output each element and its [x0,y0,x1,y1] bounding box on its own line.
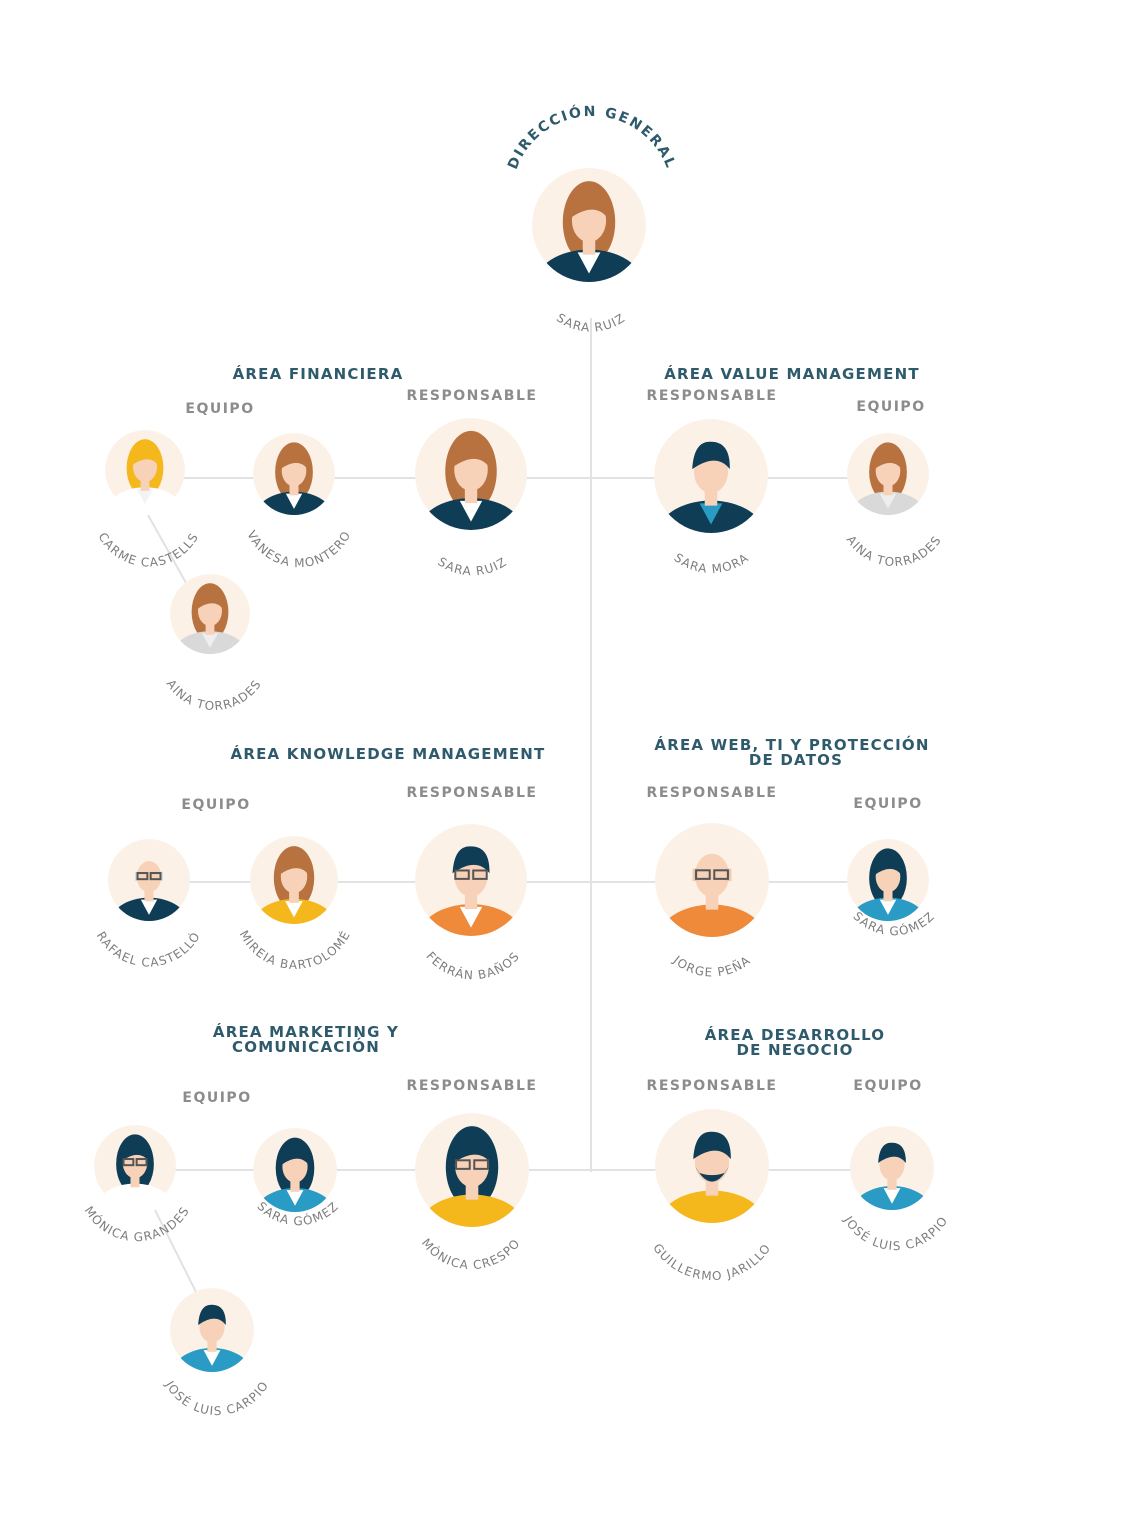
area-title: ÁREA VALUE MANAGEMENT [664,364,920,383]
woman-bun-hair-blue-top-icon [847,839,929,921]
area-title-line1: ÁREA DESARROLLO [705,1025,886,1044]
bald-man-glasses-orange-top-icon [655,823,769,937]
person-name: MÓNICA CRESPO [419,1236,523,1272]
area-knowledge-management: ÁREA KNOWLEDGE MANAGEMENT RESPONSABLE EQ… [181,744,546,813]
equipo-label: EQUIPO [853,1078,922,1094]
woman-blonde-hair-icon [105,430,185,510]
person-name: JOSÉ LUIS CARPIO [841,1213,951,1253]
woman-long-hair-yellow-top-icon [250,836,338,924]
woman-curly-hair-glasses-icon [94,1125,176,1207]
person-name: MÓNICA GRANDES [82,1204,193,1244]
area-title: ÁREA KNOWLEDGE MANAGEMENT [231,744,546,763]
responsable-label: RESPONSABLE [647,785,778,801]
equipo-label: EQUIPO [856,399,925,415]
man-dark-hair-suit-icon [654,419,768,533]
person-name: SARA MORA [671,550,751,576]
woman-long-hair-suit-icon [532,168,646,282]
woman-bob-hair-glasses-yellow-top-icon [415,1113,529,1227]
responsable-label: RESPONSABLE [407,785,538,801]
area-desarrollo-negocio: ÁREA DESARROLLO DE NEGOCIO RESPONSABLE E… [647,1025,922,1094]
woman-long-hair-grey-top-icon [847,433,929,515]
responsable-label: RESPONSABLE [647,388,778,404]
woman-long-hair-suit-icon [415,418,527,530]
area-title-line2: DE NEGOCIO [736,1041,853,1059]
man-short-hair-blue-sweater-icon [850,1126,934,1210]
responsable-label: RESPONSABLE [407,1078,538,1094]
person-name: SARA RUIZ [435,554,509,578]
person-name: MIREIA BARTOLOMÉ [237,928,354,972]
woman-long-hair-suit-icon [253,433,335,515]
woman-bun-hair-blue-top-icon [253,1128,337,1212]
person-name: RAFAEL CASTELLÓ [94,929,203,970]
area-financiera: ÁREA FINANCIERA RESPONSABLE EQUIPO [185,364,538,417]
area-marketing: ÁREA MARKETING Y COMUNICACIÓN RESPONSABL… [182,1022,538,1106]
man-beard-yellow-top-icon [655,1109,769,1223]
man-short-hair-blue-sweater-icon [170,1288,254,1372]
person-name: SARA RUIZ [554,311,628,335]
equipo-label: EQUIPO [181,797,250,813]
area-title: ÁREA FINANCIERA [233,364,404,383]
area-title-line2: DE DATOS [749,751,843,769]
bald-man-glasses-beard-icon [108,839,190,921]
person-name: AINA TORRADES [164,677,265,713]
avatars [94,168,934,1372]
equipo-label: EQUIPO [182,1090,251,1106]
responsable-label: RESPONSABLE [647,1078,778,1094]
person-name: CARME CASTELLS [96,530,202,570]
responsable-label: RESPONSABLE [407,388,538,404]
area-title-line1: ÁREA MARKETING Y [213,1022,399,1041]
area-web-ti: ÁREA WEB, TI Y PROTECCIÓN DE DATOS RESPO… [647,735,929,812]
person-name: VANESA MONTERO [244,528,354,570]
person-name: JOSÉ LUIS CARPIO [162,1378,271,1418]
person-name: AINA TORRADES [844,533,945,569]
person-name: FERRÁN BAÑOS [423,949,522,983]
area-title-line1: ÁREA WEB, TI Y PROTECCIÓN [654,735,929,754]
equipo-label: EQUIPO [853,796,922,812]
person-name: GUILLERMO JARILLO [650,1241,774,1283]
area-title-line2: COMUNICACIÓN [232,1037,380,1056]
top-title: DIRECCIÓN GENERAL [505,102,679,171]
man-glasses-orange-sweater-icon [415,824,527,936]
area-value-management: ÁREA VALUE MANAGEMENT RESPONSABLE EQUIPO [647,364,925,415]
equipo-label: EQUIPO [185,401,254,417]
woman-long-hair-grey-top-icon [170,574,250,654]
person-name: JORGE PEÑA [670,952,754,979]
